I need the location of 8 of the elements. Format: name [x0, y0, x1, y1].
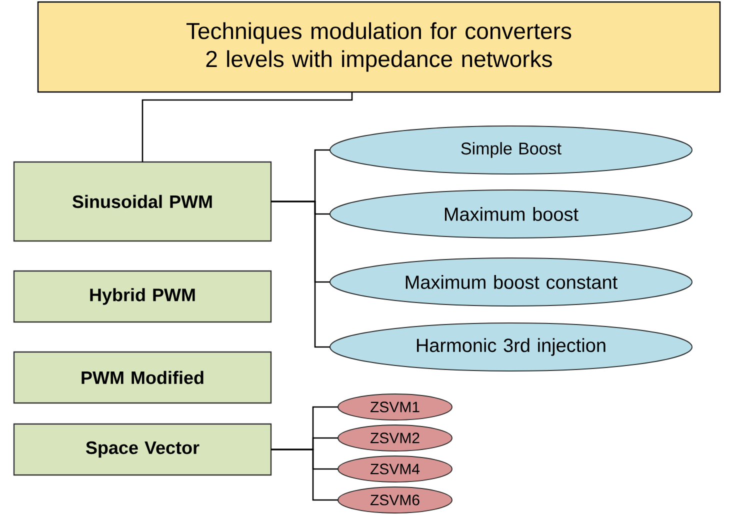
- connector-line: [271, 200, 330, 348]
- process-box: Space Vector: [13, 423, 272, 476]
- process-box: PWM Modified: [13, 351, 272, 404]
- connector-line: [271, 448, 338, 501]
- process-box: Hybrid PWM: [13, 270, 272, 323]
- connector-line: [142, 92, 353, 162]
- process-box: Techniques modulation for converters 2 levels with impedance networks: [37, 1, 721, 93]
- process-box: Sinusoidal PWM: [13, 161, 272, 242]
